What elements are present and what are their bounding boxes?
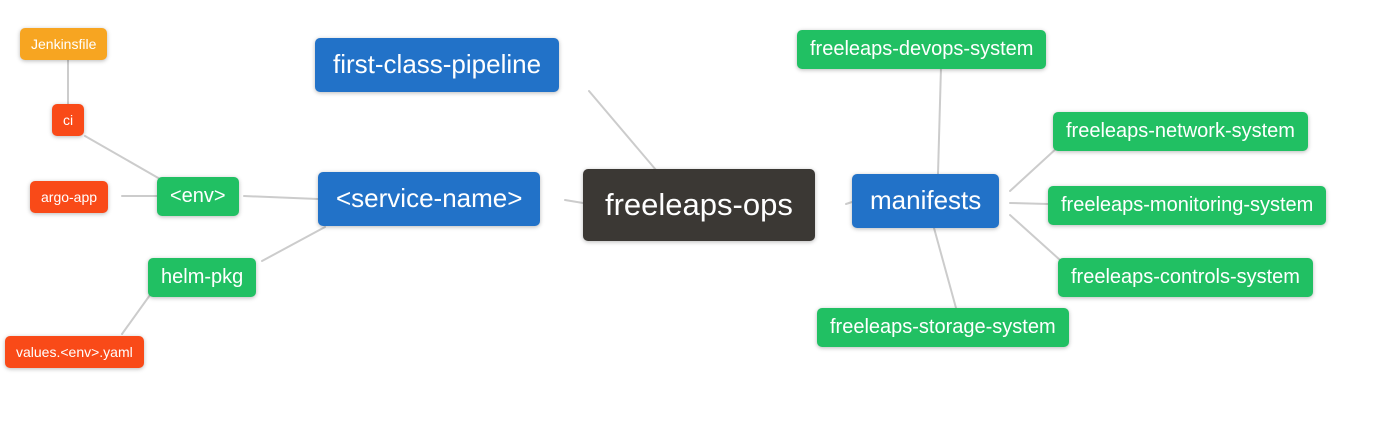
node-freeleaps-monitoring-system[interactable]: freeleaps-monitoring-system — [1048, 186, 1327, 225]
node-jenkinsfile[interactable]: Jenkinsfile — [20, 28, 108, 61]
edge-service-name--freeleaps-ops — [564, 199, 584, 204]
edge-service-name--helm-pkg — [261, 226, 326, 262]
node-first-class-pipeline[interactable]: first-class-pipeline — [315, 38, 560, 92]
node-ci[interactable]: ci — [52, 104, 85, 137]
node-helm-pkg[interactable]: helm-pkg — [148, 258, 257, 297]
edge-manifests--freeleaps-storage-system — [933, 227, 957, 309]
node-values-env-yaml[interactable]: values.<env>.yaml — [5, 336, 144, 369]
edge-helm-pkg--values-env-yaml — [121, 294, 151, 335]
node-freeleaps-devops-system[interactable]: freeleaps-devops-system — [797, 30, 1047, 69]
node-argo-app[interactable]: argo-app — [30, 181, 109, 214]
edge-manifests--freeleaps-monitoring-system — [1009, 202, 1049, 205]
edge-manifests--freeleaps-devops-system — [937, 66, 942, 175]
edge-env--service-name — [243, 195, 319, 200]
node-manifests[interactable]: manifests — [852, 174, 1000, 228]
edge-first-class-pipeline--freeleaps-ops — [588, 90, 657, 171]
edge-ci--env — [84, 135, 161, 180]
edge-manifests--freeleaps-controls-system — [1009, 214, 1061, 261]
edge-freeleaps-ops--manifests — [845, 201, 853, 205]
node-freeleaps-ops[interactable]: freeleaps-ops — [583, 169, 815, 241]
node-service-name[interactable]: <service-name> — [318, 172, 541, 226]
node-env[interactable]: <env> — [157, 177, 239, 216]
edge-manifests--freeleaps-network-system — [1009, 146, 1059, 192]
node-freeleaps-controls-system[interactable]: freeleaps-controls-system — [1058, 258, 1313, 297]
node-freeleaps-storage-system[interactable]: freeleaps-storage-system — [817, 308, 1069, 347]
node-freeleaps-network-system[interactable]: freeleaps-network-system — [1053, 112, 1308, 151]
